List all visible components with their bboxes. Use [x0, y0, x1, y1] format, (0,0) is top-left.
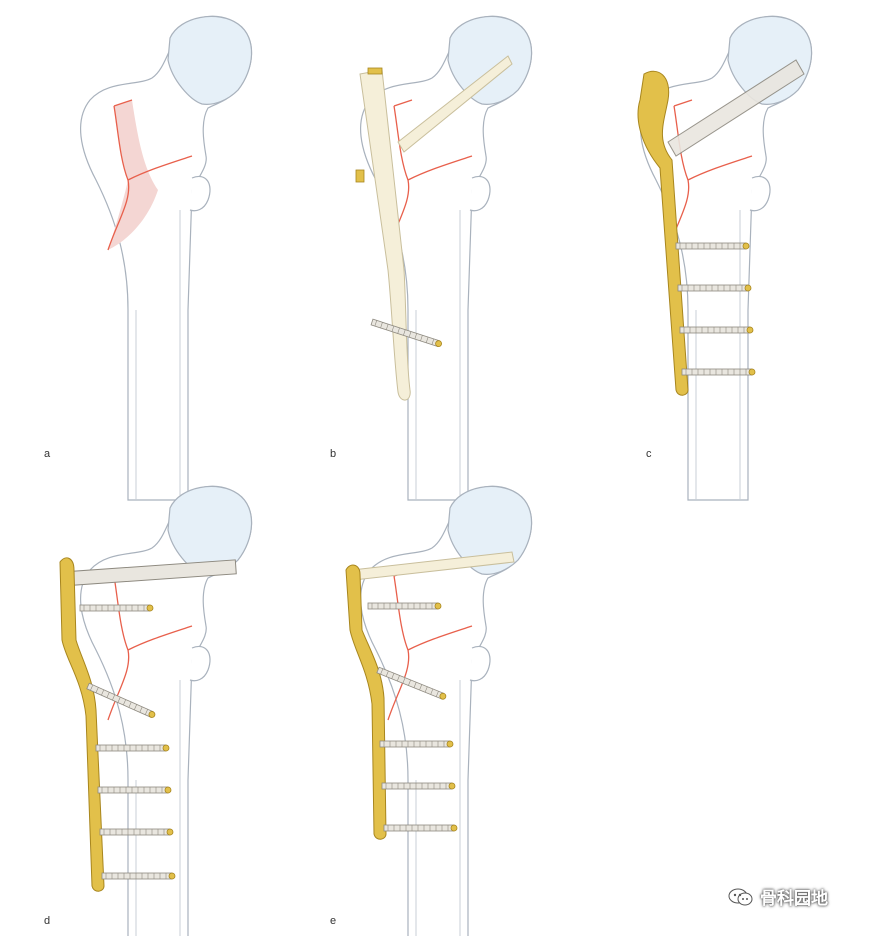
panel-d: [59, 485, 253, 936]
angled-blade-plate: [59, 557, 105, 892]
watermark-text: 骨科园地: [760, 889, 828, 909]
panel-label-a: a: [44, 448, 51, 460]
intramedullary-nail: [359, 69, 411, 401]
watermark: 骨科园地: [728, 884, 828, 909]
panel-label-d: d: [44, 915, 51, 927]
condylar-plate: [345, 564, 387, 840]
panel-e: [345, 485, 533, 936]
panel-label-b: b: [330, 448, 337, 460]
panel-b: [355, 15, 533, 501]
panel-label-e: e: [330, 915, 337, 927]
wechat-icon: [728, 888, 753, 905]
panel-a: [79, 15, 253, 501]
proximal-femoral-plate: [637, 70, 689, 396]
panel-label-c: c: [646, 448, 652, 460]
panel-c: [637, 15, 813, 501]
